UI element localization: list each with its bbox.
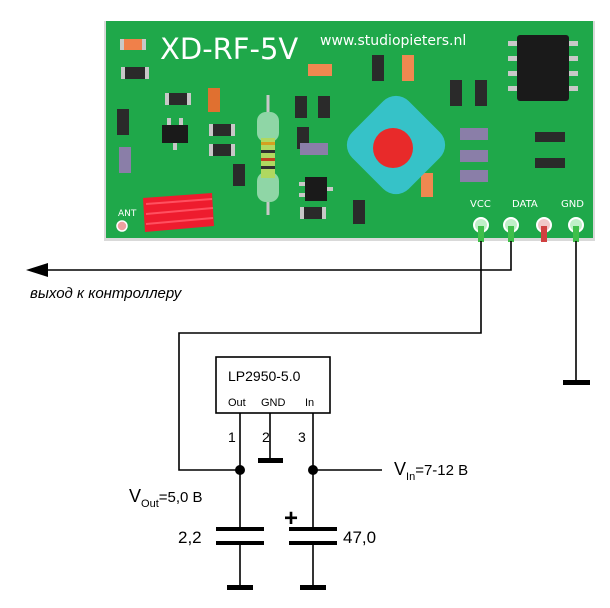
vout-value: =5,0 В [159, 489, 203, 506]
smd-capacitor-icon [475, 80, 487, 106]
vcc-wire [178, 241, 482, 471]
smd-capacitor-icon [295, 96, 307, 118]
resonator-icon [346, 95, 446, 195]
smd-capacitor-icon [353, 200, 365, 224]
junction-dot [308, 465, 318, 475]
smd-inductor-icon [460, 170, 488, 182]
smd-resistor-icon [120, 39, 146, 50]
junction-dot [235, 465, 245, 475]
pin-label-vcc: VCC [470, 199, 491, 210]
vin-label: VIn=7-12 В [394, 459, 468, 483]
smd-resistor-icon [208, 88, 220, 112]
smd-capacitor-icon [535, 132, 565, 142]
board-title: XD-RF-5V [160, 32, 298, 66]
smd-inductor-icon [460, 128, 488, 140]
smd-capacitor-icon [165, 93, 191, 105]
capacitor-left-value: 2,2 [178, 528, 202, 547]
smd-resistor-icon [308, 64, 332, 76]
vin-symbol: V [394, 459, 406, 479]
smd-resistor-icon [421, 173, 433, 197]
vin-subscript: In [406, 471, 415, 483]
smd-capacitor-icon [117, 109, 129, 135]
pin-number-1: 1 [228, 429, 236, 445]
regulator-pin-out-label: Out [228, 397, 246, 409]
smd-capacitor-icon [372, 55, 384, 81]
smd-capacitor-icon [209, 144, 235, 156]
pin-vcc [473, 217, 489, 242]
rf-receiver-board: XD-RF-5V www.studiopieters.nl [104, 21, 595, 242]
regulator-pin-in-label: In [305, 397, 314, 409]
regulator-pin-gnd-label: GND [261, 397, 286, 409]
smd-inductor-icon [460, 150, 488, 162]
antenna-pad [116, 220, 128, 232]
ground-icon [563, 380, 590, 385]
smd-inductor-icon [300, 143, 328, 155]
regulator-box [215, 356, 331, 414]
pin-gnd [568, 217, 584, 242]
pin-data-2 [536, 217, 552, 242]
smd-capacitor-icon [318, 96, 330, 118]
ground-symbols [227, 380, 590, 590]
smd-capacitor-icon [450, 80, 462, 106]
pin-data-1 [503, 217, 519, 242]
vout-label: VOut=5,0 В [129, 486, 203, 510]
vout-subscript: Out [141, 498, 159, 510]
data-output-wire [48, 241, 512, 271]
smd-capacitor-icon [300, 207, 326, 219]
transistor-icon [299, 177, 333, 201]
smd-capacitor-icon [535, 158, 565, 168]
transistor-icon [162, 118, 188, 150]
vout-symbol: V [129, 486, 141, 506]
ic-chip-icon [508, 35, 578, 101]
vin-value: =7-12 В [415, 462, 468, 479]
ground-icon [258, 458, 283, 463]
pin-number-2: 2 [262, 429, 270, 445]
ground-icon [227, 585, 253, 590]
pin-number-3: 3 [298, 429, 306, 445]
arrow-left-icon [26, 263, 48, 277]
smd-capacitor-icon [121, 67, 149, 79]
regulator-name: LP2950-5.0 [228, 368, 301, 384]
capacitor-left-icon [216, 527, 264, 545]
pin-label-data: DATA [512, 199, 538, 210]
capacitor-right-icon [289, 527, 337, 545]
controller-output-label: выход к контроллеру [30, 285, 183, 302]
ground-icon [300, 585, 326, 590]
smd-resistor-icon [402, 55, 414, 81]
axial-coil-icon [257, 95, 279, 215]
capacitor-right-value: 47,0 [343, 528, 376, 547]
capacitor-polarity-plus: + [284, 505, 298, 532]
board-url: www.studiopieters.nl [320, 33, 466, 49]
antenna-label: ANT [118, 209, 137, 219]
pin-label-gnd: GND [561, 199, 584, 210]
antenna-scribble [143, 193, 214, 232]
smd-capacitor-icon [233, 164, 245, 186]
smd-inductor-icon [119, 147, 131, 173]
smd-capacitor-icon [209, 124, 235, 136]
